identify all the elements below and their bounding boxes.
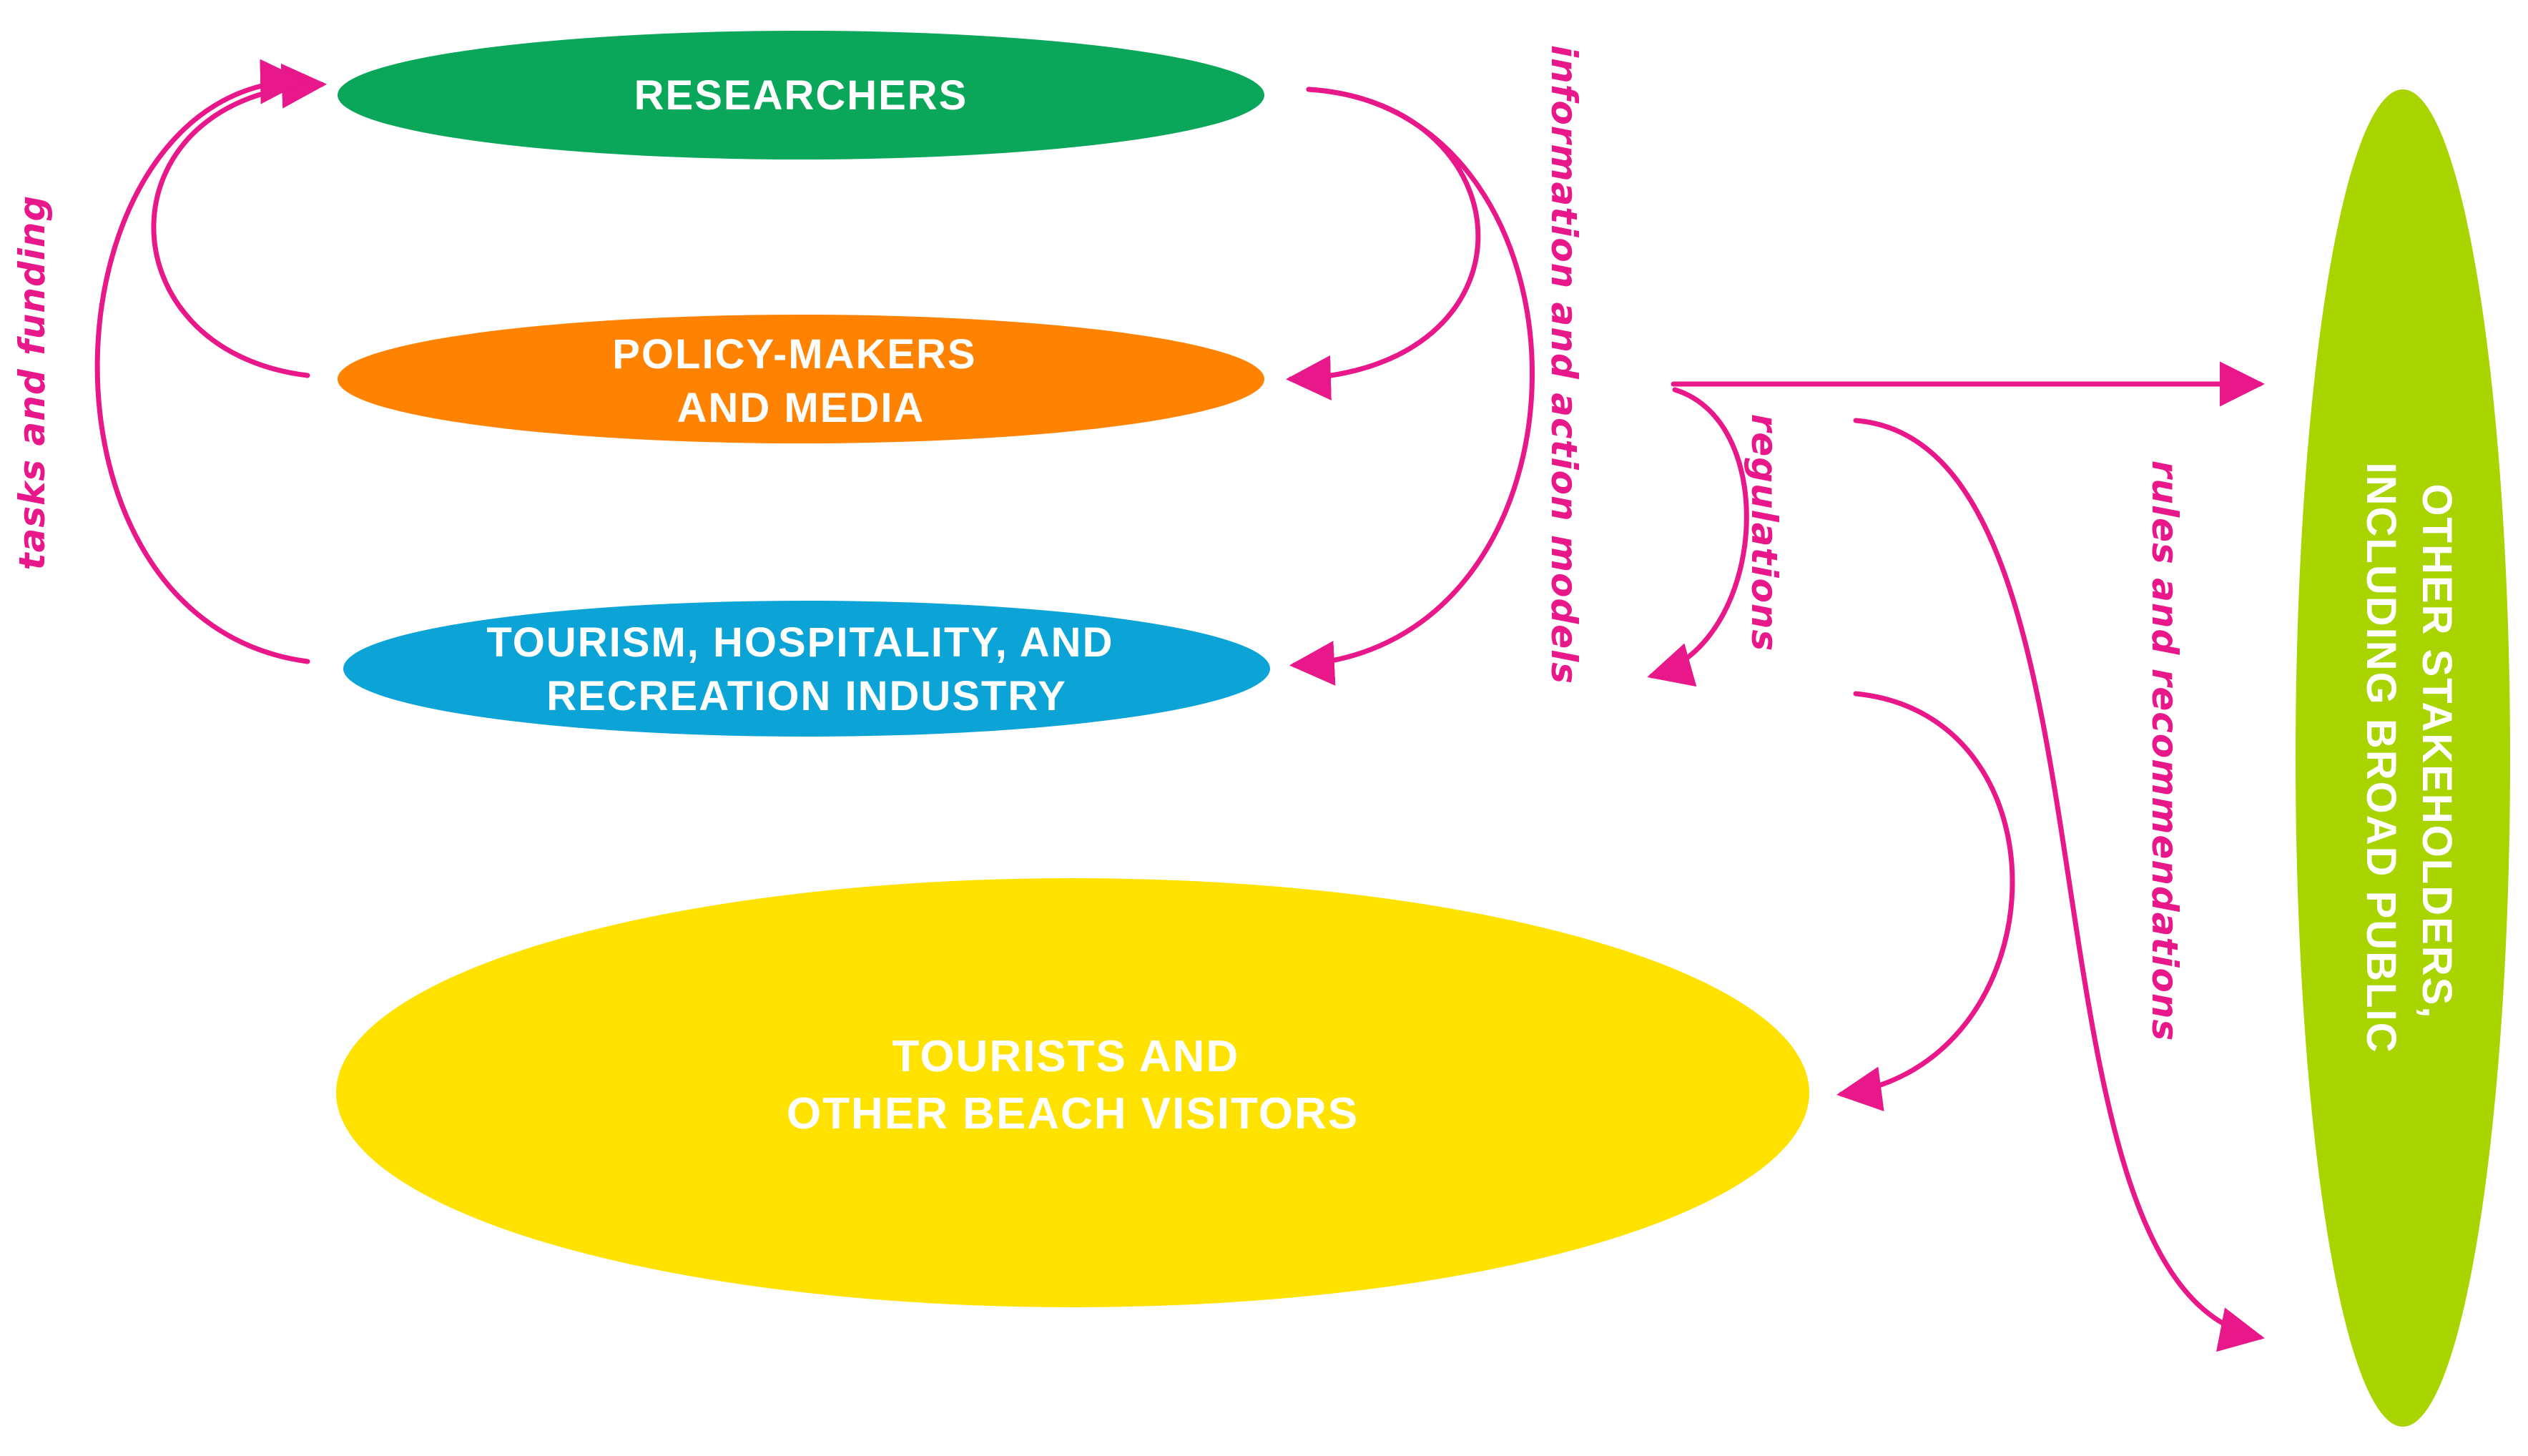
arrow-researchers-to-tourism xyxy=(1289,87,1535,686)
node-researchers-label: RESEARCHERS xyxy=(634,72,968,119)
svg-text:OTHER STAKEHOLDERS, INCL: OTHER STAKEHOLDERS, INCLUDING BROAD PUBL… xyxy=(2358,463,2460,1054)
arrow-rules-to-other-stakeholders xyxy=(1853,418,2265,1352)
label-rules-and-recommendations: rules and recommendations xyxy=(2144,461,2185,1042)
node-other-stakeholders: OTHER STAKEHOLDERS, INCLUDING BROAD PUBL… xyxy=(2296,89,2510,1427)
node-policy-makers-shape xyxy=(338,315,1264,443)
node-other-stakeholders-label-line-1: OTHER STAKEHOLDERS, xyxy=(2414,483,2460,1019)
node-tourists-label-line-2: OTHER BEACH VISITORS xyxy=(787,1089,1359,1138)
node-tourism-industry-label-line-2: RECREATION INDUSTRY xyxy=(546,673,1067,719)
node-policy-makers-label-line-2: AND MEDIA xyxy=(677,385,925,431)
node-tourists: TOURISTS AND OTHER BEACH VISITORS xyxy=(336,878,1809,1307)
node-researchers: RESEARCHERS xyxy=(338,31,1264,159)
node-other-stakeholders-label-line-2: INCLUDING BROAD PUBLIC xyxy=(2358,463,2404,1054)
arrow-policy-to-researchers xyxy=(151,63,327,378)
label-regulations: regulations xyxy=(1743,414,1785,652)
arrow-rules-to-tourists xyxy=(1836,691,2015,1111)
arrow-tourism-to-researchers xyxy=(94,59,310,664)
node-tourism-industry-label-line-1: TOURISM, HOSPITALITY, AND xyxy=(486,619,1113,666)
svg-text:POLICY-MAKERS AND MEDIA: POLICY-MAKERS AND MEDIA xyxy=(612,331,990,431)
arrow-regulations-down xyxy=(1647,387,1749,687)
label-information-and-action-models: information and action models xyxy=(1543,45,1585,684)
node-other-stakeholders-shape xyxy=(2296,89,2510,1427)
node-tourism-industry-shape xyxy=(343,601,1270,737)
svg-text:TOURISTS AND OTHER BEACH: TOURISTS AND OTHER BEACH VISITORS xyxy=(787,1032,1359,1138)
label-tasks-and-funding: tasks and funding xyxy=(11,195,53,571)
svg-text:TOURISM, HOSPITALITY, AND: TOURISM, HOSPITALITY, AND RECREATION IND… xyxy=(486,619,1126,719)
node-policy-makers-label-line-1: POLICY-MAKERS xyxy=(612,331,976,378)
svg-text:RESEARCHERS: RESEARCHERS xyxy=(634,72,968,119)
node-tourism-industry: TOURISM, HOSPITALITY, AND RECREATION IND… xyxy=(343,601,1270,737)
node-tourists-label-line-1: TOURISTS AND xyxy=(892,1032,1240,1081)
node-tourists-shape xyxy=(336,878,1809,1307)
node-researchers-shape xyxy=(338,31,1264,159)
arrow-researchers-to-policy xyxy=(1286,87,1481,400)
node-policy-makers: POLICY-MAKERS AND MEDIA xyxy=(338,315,1264,443)
